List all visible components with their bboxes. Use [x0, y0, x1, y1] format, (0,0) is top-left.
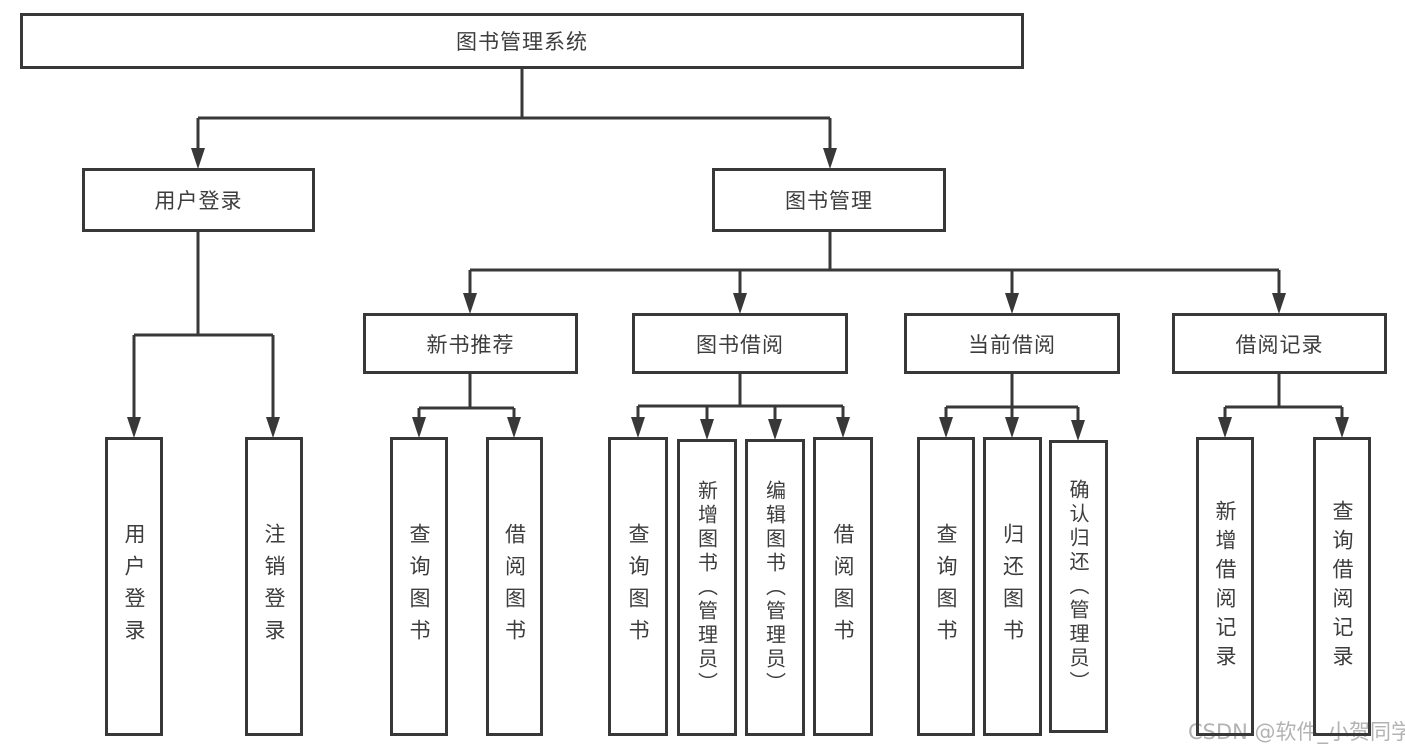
node-bb-borrow-books: 借阅图书 — [813, 437, 873, 736]
node-cb-query-books: 查询图书 — [917, 437, 975, 736]
node-nbr-query-books: 查询图书 — [390, 437, 448, 736]
node-nbr-borrow-books-label: 借阅图书 — [502, 522, 527, 651]
node-nbr-borrow-books: 借阅图书 — [486, 437, 543, 736]
node-bb-edit-books-admin-label: 编辑图书（管理员） — [762, 479, 787, 696]
node-book-borrowing: 图书借阅 — [632, 313, 848, 374]
node-logout-label: 注销登录 — [262, 522, 286, 651]
node-user-login: 用户登录 — [82, 168, 315, 232]
node-new-book-recommend: 新书推荐 — [363, 313, 578, 374]
node-login-label: 用户登录 — [122, 522, 146, 651]
node-bb-borrow-books-label: 借阅图书 — [831, 522, 855, 651]
node-cb-confirm-return-admin: 确认归还（管理员） — [1049, 440, 1108, 733]
node-br-query-record-label: 查询借阅记录 — [1330, 499, 1354, 674]
node-br-add-record-label: 新增借阅记录 — [1213, 499, 1237, 674]
node-bb-query-books-label: 查询图书 — [626, 522, 650, 651]
node-logout: 注销登录 — [245, 437, 303, 736]
node-book-management: 图书管理 — [712, 168, 946, 232]
node-br-query-record: 查询借阅记录 — [1313, 437, 1371, 736]
node-bb-query-books: 查询图书 — [608, 437, 668, 736]
node-cb-return-books-label: 归还图书 — [1000, 522, 1025, 651]
node-bb-add-books-admin-label: 新增图书（管理员） — [694, 479, 719, 696]
node-cb-query-books-label: 查询图书 — [934, 522, 958, 651]
node-login: 用户登录 — [105, 437, 163, 736]
node-cb-return-books: 归还图书 — [983, 437, 1042, 736]
node-cb-confirm-return-admin-label: 确认归还（管理员） — [1066, 478, 1090, 695]
node-library-system: 图书管理系统 — [20, 13, 1024, 69]
node-current-borrowing: 当前借阅 — [904, 313, 1120, 374]
node-borrowing-records: 借阅记录 — [1172, 313, 1387, 374]
csdn-watermark: CSDN @软件_小贺同学 — [1188, 720, 1405, 744]
node-nbr-query-books-label: 查询图书 — [407, 522, 431, 651]
node-bb-edit-books-admin: 编辑图书（管理员） — [745, 439, 805, 736]
node-bb-add-books-admin: 新增图书（管理员） — [677, 439, 737, 736]
node-br-add-record: 新增借阅记录 — [1196, 437, 1254, 736]
